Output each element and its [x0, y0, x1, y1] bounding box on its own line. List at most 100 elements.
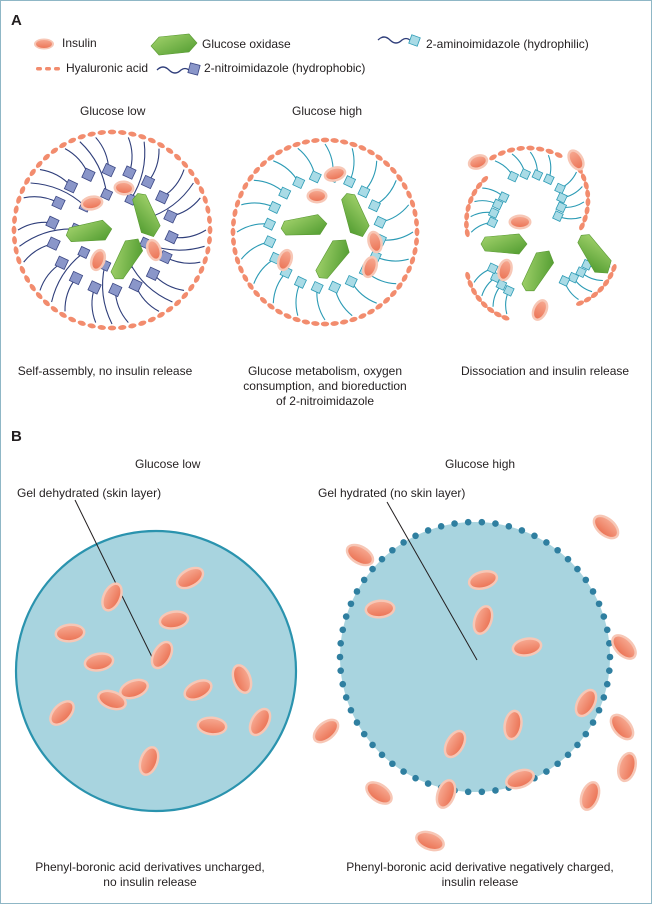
hyaluronic-acid-bead — [157, 311, 165, 318]
hyaluronic-acid-bead — [259, 160, 267, 167]
hyaluronic-acid-bead — [35, 160, 43, 168]
hyaluronic-acid-bead — [107, 129, 117, 135]
hyaluronic-acid-bead — [207, 236, 212, 245]
hyaluronic-acid-bead — [118, 130, 127, 135]
hyaluronic-acid-bead — [128, 323, 137, 329]
hyaluronic-acid-bead — [582, 214, 588, 223]
nanoparticle-glucose-low — [11, 129, 213, 331]
hyaluronic-acid-bead — [292, 316, 301, 323]
aminoimidazole-head — [491, 198, 504, 211]
hyaluronic-acid-bead — [475, 181, 483, 190]
hyaluronic-acid-bead — [358, 145, 367, 151]
hyaluronic-acid-bead — [465, 271, 471, 281]
hyaluronic-acid-bead — [516, 145, 525, 151]
insulin-particle — [312, 718, 340, 744]
nitroimidazole-head — [77, 245, 91, 259]
aminoimidazole-head — [519, 168, 532, 180]
insulin-particle — [415, 830, 445, 852]
charge-dot — [564, 751, 572, 759]
hyaluronic-acid-bead — [497, 150, 506, 156]
hyaluronic-acid-bead — [292, 141, 301, 148]
hyaluronic-acid-bead — [259, 297, 267, 304]
charge-dot — [595, 706, 603, 714]
hyaluronic-acid-bead — [481, 175, 489, 183]
hyaluronic-acid-bead — [97, 325, 106, 330]
charge-dot — [582, 730, 590, 738]
hyaluronic-acid-bead — [506, 147, 516, 153]
hyaluronic-acid-bead — [390, 290, 397, 298]
nitroimidazole-head — [63, 179, 79, 194]
insulin-particle — [89, 248, 107, 272]
insulin-particle — [467, 569, 499, 591]
hyaluronic-acid-bead — [396, 282, 403, 290]
caption-uncharged: Phenyl-boronic acid derivatives uncharge… — [20, 860, 280, 890]
legend-hyaluronic-acid-label: Hyaluronic acid — [66, 61, 149, 75]
pointer-line-right — [386, 501, 478, 661]
hyaluronic-acid-bead — [375, 154, 383, 161]
hyaluronic-acid-bead — [349, 141, 358, 148]
hyaluronic-acid-bead — [147, 316, 156, 323]
hyaluronic-acid-bead — [409, 199, 416, 208]
hyaluronic-acid-bead — [198, 265, 205, 274]
caption-uncharged-line1: Phenyl-boronic acid derivatives uncharge… — [35, 860, 265, 874]
glucose-oxidase — [280, 214, 328, 236]
hyaluronic-acid-bead — [406, 190, 412, 199]
charge-dot — [543, 539, 550, 546]
hyaluronic-acid-bead — [301, 139, 311, 145]
hyaluronic-acid-bead — [320, 321, 330, 327]
charge-dot — [437, 523, 445, 530]
hyaluronic-acid-bead — [471, 287, 477, 296]
hyaluronic-acid-bead — [311, 138, 320, 143]
insulin-particle — [306, 188, 328, 204]
hyaluronic-acid-bead — [50, 147, 59, 154]
insulin-particle — [323, 166, 347, 182]
aminoimidazole-head — [293, 275, 307, 289]
glucose-oxidase — [110, 238, 143, 280]
charge-dot — [360, 730, 368, 738]
hyaluronic-acid-bead — [13, 246, 19, 255]
hyaluronic-acid-bead — [24, 177, 31, 185]
charge-dot — [603, 626, 611, 634]
hyaluronic-acid-bead — [50, 306, 59, 313]
caption-negatively-charged-line2: insulin release — [441, 875, 519, 889]
hyaluronic-acid-bead — [138, 134, 147, 140]
nitroimidazole-head — [155, 190, 170, 205]
hyaluronic-acid-bead — [13, 205, 19, 214]
insulin-particle — [150, 640, 174, 670]
hyaluronic-acid-bead — [579, 222, 585, 231]
hyaluronic-acid-bead — [283, 145, 292, 151]
aminoimidazole-head — [556, 191, 568, 204]
insulin-particle — [119, 678, 149, 700]
aminoimidazole-head — [487, 207, 500, 219]
insulin-group-right — [312, 514, 638, 852]
glucose-oxidase — [65, 219, 113, 243]
hyaluronic-acid-bead — [367, 149, 375, 156]
insulin-particle — [145, 238, 163, 262]
charge-dot — [389, 546, 396, 554]
charge-dot — [492, 520, 499, 527]
charge-dot — [336, 653, 344, 661]
hyaluronic-acid-bead — [468, 196, 474, 205]
charge-dot — [464, 788, 472, 796]
hyaluronic-acid-bead — [414, 218, 419, 227]
aminoimidazole-head — [554, 182, 566, 195]
hyaluronic-acid-bead — [77, 134, 86, 140]
charge-dot — [424, 780, 432, 787]
charge-dot — [606, 667, 613, 674]
hyaluronic-acid-bead — [412, 246, 418, 256]
glucose-high-label-b: Glucose high — [445, 457, 516, 471]
aminoimidazole-head — [308, 170, 322, 184]
hyaluronic-acid-bead — [396, 174, 403, 182]
polymer-chain — [102, 265, 113, 325]
insulin-particle — [54, 623, 86, 643]
hyaluronic-acid-bead — [585, 189, 591, 198]
hyaluronic-acid-bead — [464, 220, 469, 229]
hyaluronic-acid-bead — [367, 308, 375, 315]
hyaluronic-acid-bead — [188, 168, 195, 177]
insulin-particle — [231, 664, 253, 694]
hyaluronic-acid-bead — [580, 173, 587, 182]
hyaluronic-acid-bead — [68, 316, 77, 323]
insulin-particle — [49, 700, 75, 726]
charge-dot — [360, 576, 368, 584]
nitroimidazole-head — [51, 195, 66, 211]
